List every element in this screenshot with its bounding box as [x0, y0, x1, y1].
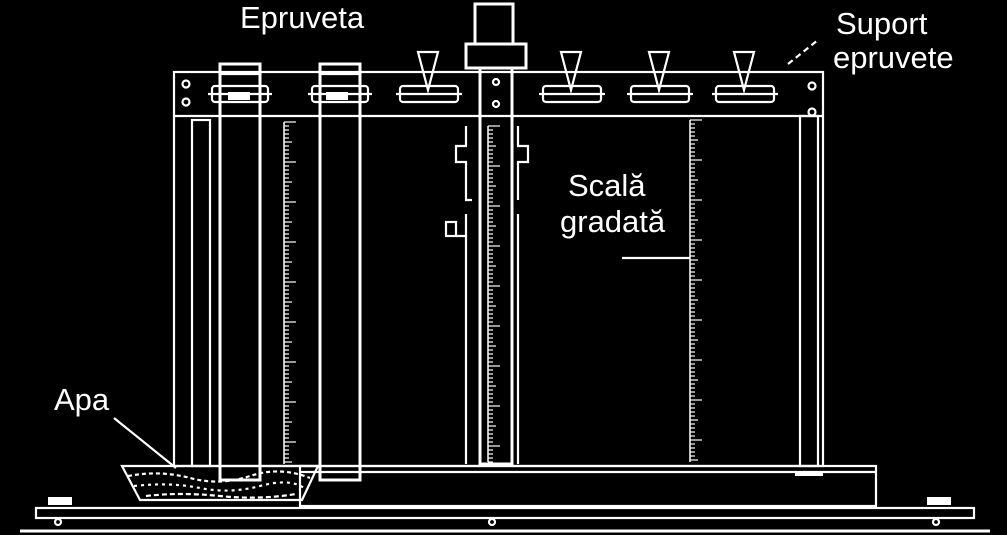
label-support-line1: Suport	[836, 6, 928, 41]
platform	[298, 464, 878, 508]
graduated-scale	[689, 119, 702, 462]
graduated-scales	[283, 119, 702, 464]
graduated-scale	[487, 125, 500, 463]
base-plate	[20, 497, 990, 533]
label-scale-line2: gradată	[560, 204, 666, 239]
tube-support-frame	[172, 70, 825, 468]
test-tube	[318, 62, 362, 482]
label-support-line2: epruvete	[833, 40, 954, 75]
leader-lines	[113, 39, 819, 469]
test-tube	[218, 62, 262, 482]
clamp	[627, 50, 693, 104]
graduated-scale	[283, 121, 296, 464]
clamp	[539, 50, 605, 104]
test-tubes	[218, 62, 362, 482]
clamps	[208, 50, 778, 104]
clamp	[396, 50, 462, 104]
label-test-tube: Epruveta	[240, 0, 365, 35]
clamp	[712, 50, 778, 104]
label-scale-line1: Scală	[568, 168, 646, 203]
label-water: Apa	[54, 382, 110, 417]
center-column	[444, 2, 530, 466]
